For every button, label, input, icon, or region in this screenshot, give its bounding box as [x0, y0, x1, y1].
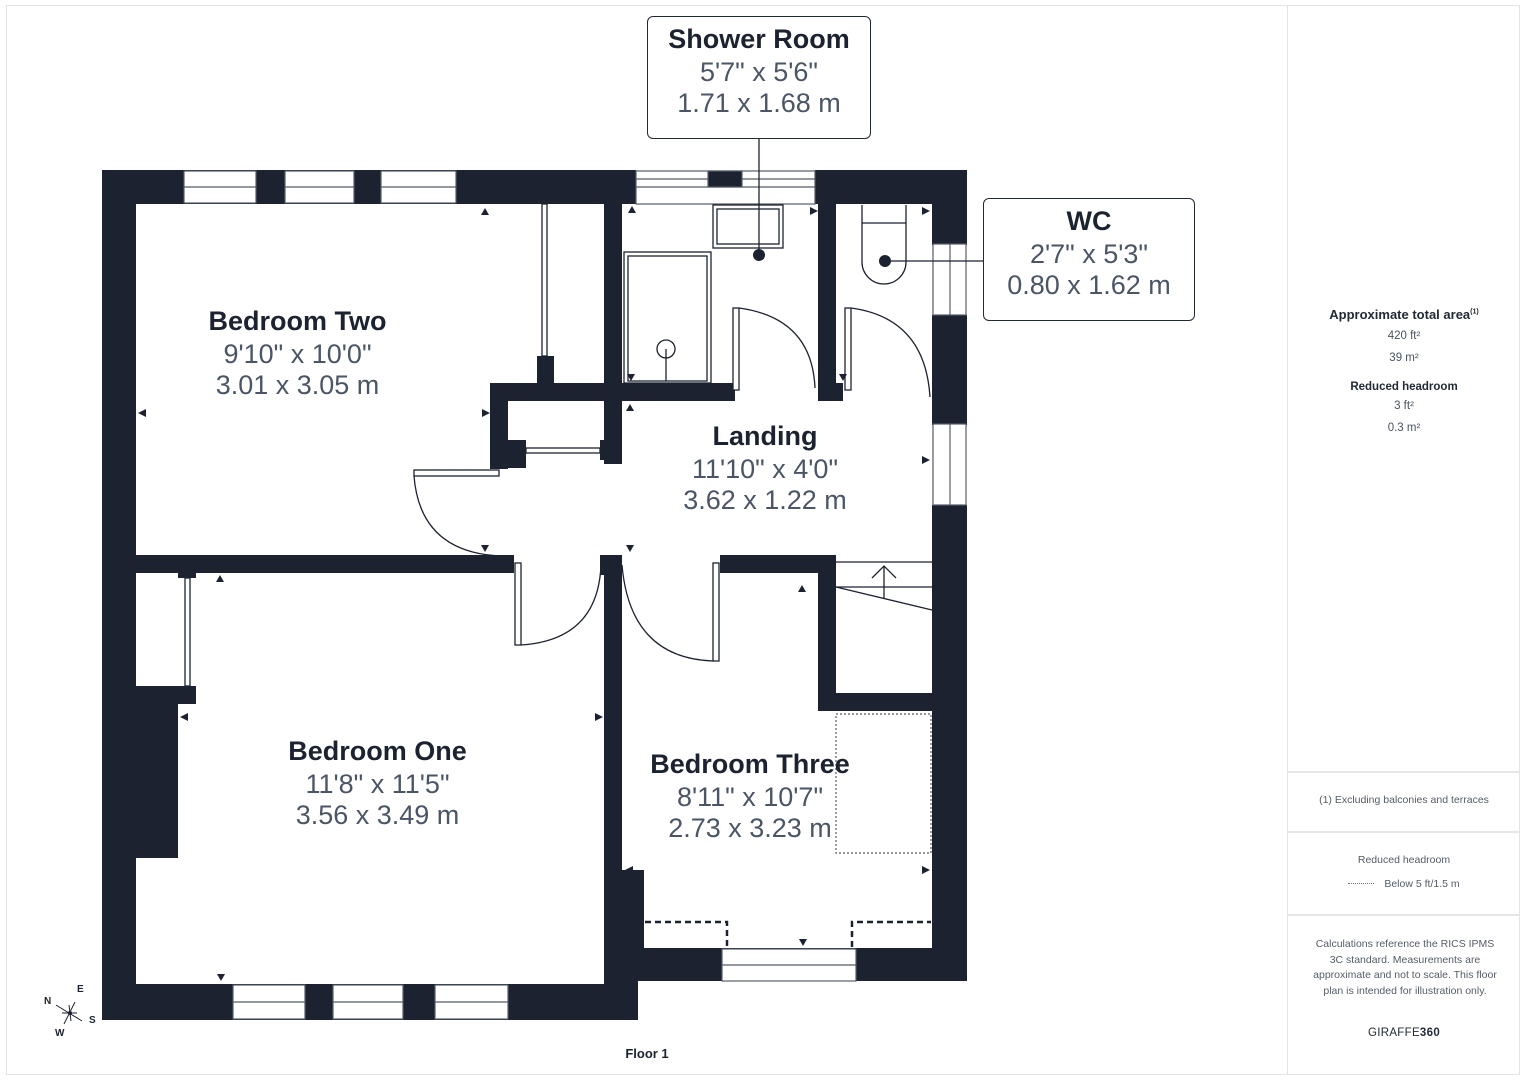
- footnote-marker: (1): [1470, 308, 1479, 316]
- walls: [102, 170, 967, 1020]
- windows: [183, 170, 967, 1020]
- wc-marker: [879, 255, 891, 267]
- footnote: (1) Excluding balconies and terraces: [1319, 794, 1489, 806]
- room-bedroom-two: Bedroom Two 9'10" x 10'0" 3.01 x 3.05 m: [160, 305, 435, 402]
- total-area-title: Approximate total area: [1329, 307, 1471, 322]
- fixtures: [623, 204, 933, 611]
- room-metric: 0.80 x 1.62 m: [1007, 270, 1171, 300]
- compass-w: W: [55, 1028, 65, 1039]
- room-name: Landing: [712, 421, 818, 451]
- dimension-arrows: [138, 206, 930, 981]
- room-imperial: 8'11" x 10'7": [676, 782, 824, 812]
- brand-light: GIRAFFE: [1367, 1027, 1420, 1039]
- room-landing: Landing 11'10" x 4'0" 3.62 x 1.22 m: [640, 420, 890, 517]
- room-bedroom-three: Bedroom Three 8'11" x 10'7" 2.73 x 3.23 …: [625, 748, 875, 845]
- total-area-section: Approximate total area(1) 420 ft² 39 m² …: [1288, 307, 1520, 439]
- room-imperial: 9'10" x 10'0": [223, 339, 372, 369]
- total-area-m: 39 m²: [1389, 352, 1419, 364]
- room-metric: 2.73 x 3.23 m: [668, 813, 832, 843]
- brand-bold: 360: [1419, 1027, 1441, 1039]
- reduced-headroom-area: [835, 713, 932, 854]
- legend-item-label: Below 5 ft/1.5 m: [1384, 877, 1460, 890]
- total-area-heading: Approximate total area(1): [1288, 307, 1520, 322]
- label-shower-room: Shower Room 5'7" x 5'6" 1.71 x 1.68 m: [647, 16, 871, 139]
- label-wc: WC 2'7" x 5'3" 0.80 x 1.62 m: [983, 198, 1195, 321]
- reduced-headroom-bay: [645, 920, 931, 947]
- info-sidebar: Approximate total area(1) 420 ft² 39 m² …: [1287, 5, 1520, 1075]
- room-metric: 3.56 x 3.49 m: [295, 800, 460, 830]
- legend-item: Below 5 ft/1.5 m: [1288, 877, 1520, 893]
- room-name: Bedroom Three: [650, 749, 850, 779]
- divider: [1288, 831, 1520, 833]
- disclaimer: Calculations reference the RICS IPMS 3C …: [1313, 938, 1497, 997]
- doors: [184, 203, 931, 687]
- divider: [1288, 914, 1520, 916]
- divider: [1288, 771, 1520, 773]
- compass-rose: [55, 1001, 83, 1025]
- room-bedroom-one: Bedroom One 11'8" x 11'5" 3.56 x 3.49 m: [240, 735, 515, 832]
- floor-plan: [55, 138, 983, 1025]
- brand-logo: GIRAFFE360: [1288, 1027, 1520, 1039]
- room-name: Bedroom One: [288, 736, 467, 766]
- room-imperial: 11'8" x 11'5": [305, 769, 450, 799]
- room-imperial: 11'10" x 4'0": [691, 454, 839, 484]
- page-frame: [6, 5, 1520, 1075]
- reduced-headroom-m: 0.3 m²: [1387, 422, 1421, 434]
- leader-lines: [758, 138, 983, 262]
- room-name: Bedroom Two: [208, 306, 387, 336]
- shower-room-marker: [753, 249, 765, 261]
- dotted-line-icon: [1348, 883, 1375, 885]
- room-name: Shower Room: [668, 24, 850, 54]
- compass-s: S: [89, 1015, 96, 1026]
- room-metric: 3.62 x 1.22 m: [683, 485, 847, 515]
- total-area-ft: 420 ft²: [1387, 330, 1421, 342]
- room-imperial: 5'7" x 5'6": [699, 57, 819, 87]
- floor-label: Floor 1: [625, 1046, 669, 1061]
- room-imperial: 2'7" x 5'3": [1029, 239, 1149, 269]
- reduced-headroom-title: Reduced headroom: [1350, 381, 1458, 393]
- compass-e: E: [77, 984, 84, 995]
- compass-n: N: [44, 996, 52, 1007]
- room-metric: 1.71 x 1.68 m: [677, 88, 841, 118]
- legend-title: Reduced headroom: [1357, 854, 1451, 866]
- room-name: WC: [1066, 206, 1112, 236]
- room-metric: 3.01 x 3.05 m: [215, 370, 380, 400]
- reduced-headroom-ft: 3 ft²: [1394, 400, 1414, 412]
- legend-section: Reduced headroom Below 5 ft/1.5 m: [1288, 853, 1520, 892]
